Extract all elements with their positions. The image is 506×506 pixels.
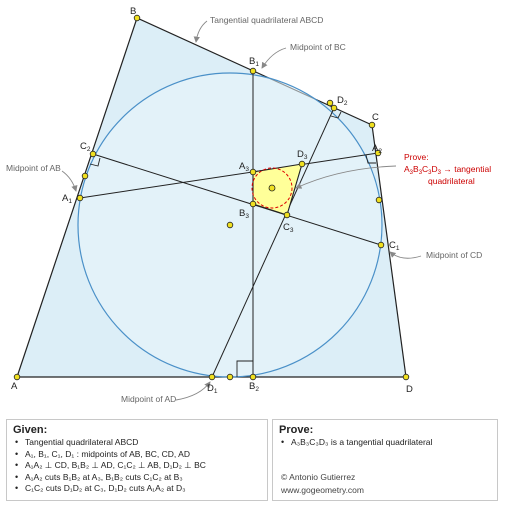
arrow-mid-bc: [261, 47, 287, 69]
author-credit: © Antonio Gutierrez: [281, 472, 356, 482]
label-a1: A1: [62, 193, 72, 205]
point-c1: [377, 241, 385, 249]
point-a2: [374, 149, 382, 157]
annotation-mid-ad: Midpoint of AD: [121, 394, 176, 404]
right-angle-c2: [89, 157, 101, 167]
given-title: Given:: [13, 424, 48, 436]
label-a2: A2: [372, 143, 382, 155]
point-c: [368, 121, 376, 129]
label-d1: D1: [207, 383, 218, 395]
annotation-tangential: Tangential quadrilateral ABCD: [210, 15, 323, 25]
point-a: [13, 373, 21, 381]
annotation-prove-quadrilateral: quadrilateral: [428, 176, 475, 186]
point-d: [402, 373, 410, 381]
given-item: Tangential quadrilateral ABCD: [15, 437, 261, 449]
incenter-point: [268, 184, 276, 192]
prove-list: A₃B₃C₃D₃ is a tangential quadrilateral: [279, 437, 491, 449]
prove-panel: Prove: A₃B₃C₃D₃ is a tangential quadrila…: [272, 419, 498, 501]
points: [13, 14, 410, 381]
annotation-prove-statement: A3B3C3D3 → tangential: [404, 164, 491, 176]
label-d3: D3: [297, 149, 308, 161]
point-tangency-cd: [375, 196, 383, 204]
point-b2: [249, 373, 257, 381]
point-tangency-ab: [81, 172, 89, 180]
arrow-mid-cd: [389, 251, 422, 259]
geometry-figure: A B C D A1 B1 C1 D1 A2 B2 C2 D2 A3 B3 C3…: [6, 6, 491, 404]
point-tangency-ad: [226, 373, 234, 381]
label-d2: D2: [337, 95, 348, 107]
label-b1: B1: [249, 56, 259, 68]
line-a1-a2: [79, 152, 379, 199]
annotation-mid-ab: Midpoint of AB: [6, 163, 61, 173]
incircle-a3b3c3d3: [251, 167, 293, 209]
point-c3: [283, 211, 291, 219]
right-angle-d2: [330, 111, 342, 119]
annotation-prove-title: Prove:: [404, 152, 429, 162]
annotation-mid-bc: Midpoint of BC: [290, 42, 346, 52]
point-d1: [208, 373, 216, 381]
label-c: C: [372, 112, 379, 123]
point-c2: [89, 150, 97, 158]
right-angle-b2: [236, 360, 253, 377]
arrow-mid-ad: [175, 381, 211, 401]
given-panel: Given: Tangential quadrilateral ABCD A₁,…: [6, 419, 268, 501]
point-d3: [298, 160, 306, 168]
label-c2: C2: [80, 141, 91, 153]
point-a1: [76, 194, 84, 202]
given-list: Tangential quadrilateral ABCD A₁, B₁, C₁…: [13, 437, 261, 495]
label-b3: B3: [239, 208, 249, 220]
point-b3: [249, 200, 257, 208]
label-c1: C1: [389, 240, 400, 252]
point-a3: [249, 168, 257, 176]
point-b: [133, 14, 141, 22]
prove-title: Prove:: [279, 424, 314, 436]
given-item: A₁A₂ ⊥ CD, B₁B₂ ⊥ AD, C₁C₂ ⊥ AB, D₁D₂ ⊥ …: [15, 460, 261, 472]
annotation-mid-cd: Midpoint of CD: [426, 250, 482, 260]
label-a3: A3: [239, 161, 249, 173]
point-b1: [249, 67, 257, 75]
label-a: A: [11, 381, 18, 392]
point-incenter-abcd: [226, 221, 234, 229]
arrow-tangential: [193, 20, 208, 43]
given-item: A₁, B₁, C₁, D₁ : midpoints of AB, BC, CD…: [15, 449, 261, 461]
given-item: C₁C₂ cuts D₁D₂ at C₃, D₁D₂ cuts A₁A₂ at …: [15, 483, 261, 495]
label-c3: C3: [283, 222, 294, 234]
prove-item: A₃B₃C₃D₃ is a tangential quadrilateral: [281, 437, 491, 449]
label-b: B: [130, 6, 136, 17]
arrow-prove: [295, 165, 397, 189]
right-angle-a2: [365, 154, 376, 164]
site-link[interactable]: www.gogeometry.com: [281, 485, 364, 495]
point-tangency-bc: [326, 99, 334, 107]
label-b2: B2: [249, 381, 259, 393]
line-c1-c2: [92, 153, 382, 246]
given-item: A₁A₂ cuts B₁B₂ at A₃, B₁B₂ cuts C₁C₂ at …: [15, 472, 261, 484]
label-d: D: [406, 384, 413, 395]
line-d1-d2: [211, 107, 335, 378]
point-d2: [330, 104, 338, 112]
arrow-mid-ab: [61, 170, 78, 192]
